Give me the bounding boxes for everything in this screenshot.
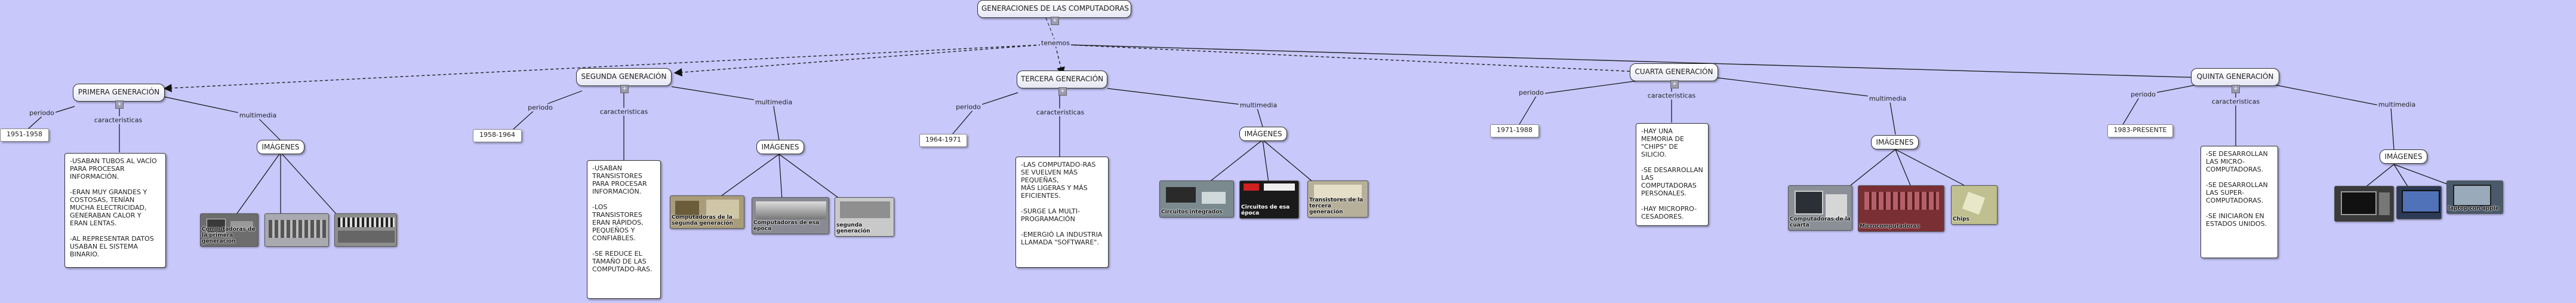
generation-3-period[interactable]: 1964-1971 [919,134,967,147]
generation-4-image-1[interactable]: Computadoras de la cuarta [1788,185,1852,231]
generation-2[interactable]: SEGUNDA GENERACIÓN + [576,68,672,93]
generation-4-period[interactable]: 1971-1988 [1490,124,1539,137]
generation-4-images-node[interactable]: IMÁGENES [1871,135,1919,149]
generation-1-period[interactable]: 1951-1958 [0,128,49,142]
link-label-tenemos: tenemos [1040,39,1071,47]
link-label-multimedia: multimedia [753,98,794,106]
link-label-multimedia: multimedia [2377,100,2417,109]
expand-icon[interactable]: + [620,85,629,93]
expand-icon[interactable]: + [1051,17,1059,25]
image-caption: Circuitos integrados [1161,209,1223,215]
image-caption: Transistores de la tercera generación [1309,197,1364,215]
image-caption: Computadoras de la segunda generación [672,215,733,227]
link-label-period: periodo [2129,90,2157,99]
generation-1-image-1[interactable]: Computadoras de la primera generación [200,213,258,247]
generation-2-image-1[interactable]: Computadoras de la segunda generación [670,195,744,229]
generation-2-title: SEGUNDA GENERACIÓN [581,72,667,81]
generation-4-image-3[interactable]: Chips [1951,185,1998,225]
generation-3-image-3[interactable]: Transistores de la tercera generación [1307,180,1368,218]
generation-3-image-1[interactable]: Circuitos integrados [1159,180,1234,218]
link-label-multimedia: multimedia [1238,101,1279,109]
root-title: GENERACIONES DE LAS COMPUTADORAS [981,4,1129,13]
link-label-period: periodo [1518,88,1545,97]
link-label-characteristics: caracteristicas [93,116,144,124]
link-label-multimedia: multimedia [238,111,278,120]
link-label-multimedia: multimedia [1867,94,1908,103]
image-caption: Circuitos de esa época [1241,204,1290,216]
generation-1[interactable]: PRIMERA GENERACIÓN + [73,84,165,109]
generation-2-period[interactable]: 1958-1964 [473,129,522,142]
generation-4[interactable]: CUARTA GENERACIÓN + [1630,63,1718,88]
image-caption: Computadoras de esa época [753,220,820,232]
expand-icon[interactable]: + [2232,85,2240,93]
generation-5-image-1[interactable] [2334,186,2394,222]
generation-5-characteristics[interactable]: -SE DESARROLLAN LAS MICRO-COMPUTADORAS. … [2200,146,2278,258]
generation-1-image-3[interactable] [334,213,397,247]
generation-4-characteristics[interactable]: -HAY UNA MEMORIA DE "CHIPS" DE SILICIO. … [1636,123,1709,226]
generation-1-title: PRIMERA GENERACIÓN [78,88,160,96]
generation-5-title: QUINTA GENERACIÓN [2196,72,2274,81]
image-caption: laptop con apple [2448,206,2499,212]
generation-2-images-node[interactable]: IMÁGENES [756,140,804,154]
generation-2-characteristics[interactable]: -USABAN TRANSISTORES PARA PROCESAR INFOR… [587,160,661,299]
link-label-characteristics: caracteristicas [598,108,650,116]
generation-3-title: TERCERA GENERACIÓN [1021,75,1104,83]
link-label-period: periodo [955,103,982,111]
generation-5-images-node[interactable]: IMÁGENES [2380,149,2427,164]
root-concept[interactable]: GENERACIONES DE LAS COMPUTADORAS + [977,0,1131,25]
link-label-characteristics: caracteristicas [2210,97,2261,106]
image-caption: Microcomputadoras [1860,224,1920,229]
expand-icon[interactable]: + [115,100,124,109]
generation-5-image-2[interactable] [2396,186,2442,219]
image-caption: Chips [1953,216,1969,222]
generation-4-title: CUARTA GENERACIÓN [1635,68,1713,76]
expand-icon[interactable]: + [1670,80,1679,88]
generation-1-image-2[interactable] [264,213,329,247]
generation-2-image-3[interactable]: segunda generación [835,197,894,237]
link-label-period: periodo [28,109,56,117]
image-caption: segunda generación [836,222,870,234]
generation-2-image-2[interactable]: Computadoras de esa época [752,197,829,234]
generation-3-image-2[interactable]: Circuitos de esa época [1239,180,1299,219]
link-label-characteristics: caracteristicas [1035,108,1086,117]
image-caption: Computadoras de la cuarta [1790,216,1851,228]
generation-3-images-node[interactable]: IMÁGENES [1239,127,1287,141]
generation-5-period[interactable]: 1983-PRESENTE [2107,124,2173,137]
generation-1-characteristics[interactable]: -USABAN TUBOS AL VACÍO PARA PROCESAR INF… [64,153,166,268]
generation-5[interactable]: QUINTA GENERACIÓN + [2191,68,2279,93]
generation-5-image-3[interactable]: laptop con apple [2446,180,2503,214]
generation-3-characteristics[interactable]: -LAS COMPUTADO-RAS SE VUELVEN MÁS PEQUEÑ… [1015,157,1109,268]
generation-4-image-2[interactable]: Microcomputadoras [1858,185,1944,232]
link-label-period: periodo [527,103,554,112]
generation-3[interactable]: TERCERA GENERACIÓN + [1017,71,1107,96]
generation-1-images-node[interactable]: IMÁGENES [257,140,304,154]
link-label-characteristics: caracteristicas [1646,91,1697,100]
expand-icon[interactable]: + [1058,87,1067,96]
image-caption: Computadoras de la primera generación [202,227,256,244]
